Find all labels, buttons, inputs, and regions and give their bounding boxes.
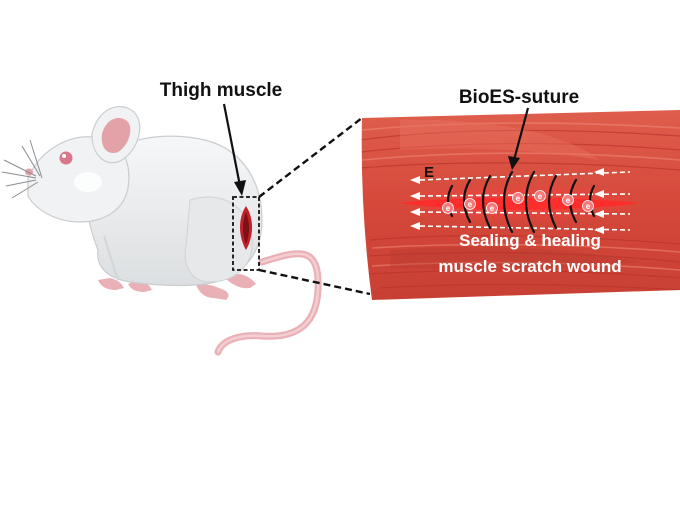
charge-marker: e [464,198,476,210]
charge-marker: e [582,200,594,212]
charge-marker: e [562,194,574,206]
mouse-hind-foot [195,282,229,300]
charge-marker: e [486,202,498,214]
sutured-wound-seam [400,197,640,210]
suture-stitch-arcs [446,170,596,234]
thigh-muscle-label: Thigh muscle [160,80,282,101]
suture-pointer-arrow [508,107,530,170]
caption-line-1: Sealing & healing [459,231,601,250]
svg-text:e: e [586,202,591,211]
thigh-pointer-arrow [222,103,246,196]
svg-text:e: e [446,204,451,213]
muscle-tissue-closeup: e e e e e e e [361,110,680,300]
svg-text:e: e [516,194,521,203]
svg-text:e: e [566,196,571,205]
charge-markers: e e e e e e e [442,190,594,214]
wound-highlight-box [232,196,260,271]
charge-marker: e [534,190,546,202]
charge-marker: e [512,192,524,204]
svg-text:e: e [468,200,473,209]
charge-marker: e [442,202,454,214]
mouse-eye [59,151,73,165]
caption-line-2: muscle scratch wound [438,257,621,276]
mouse-front-foot [98,278,124,290]
svg-text:e: e [490,204,495,213]
electric-field-label: E [424,164,434,181]
electric-field-arrows [419,171,631,231]
svg-text:e: e [538,192,543,201]
zoom-connector-lines [258,117,371,296]
mouse-illustration [1,105,322,356]
bioes-suture-label: BioES-suture [459,87,579,108]
thigh-wound [240,206,252,250]
mouse-whiskers [1,139,43,199]
